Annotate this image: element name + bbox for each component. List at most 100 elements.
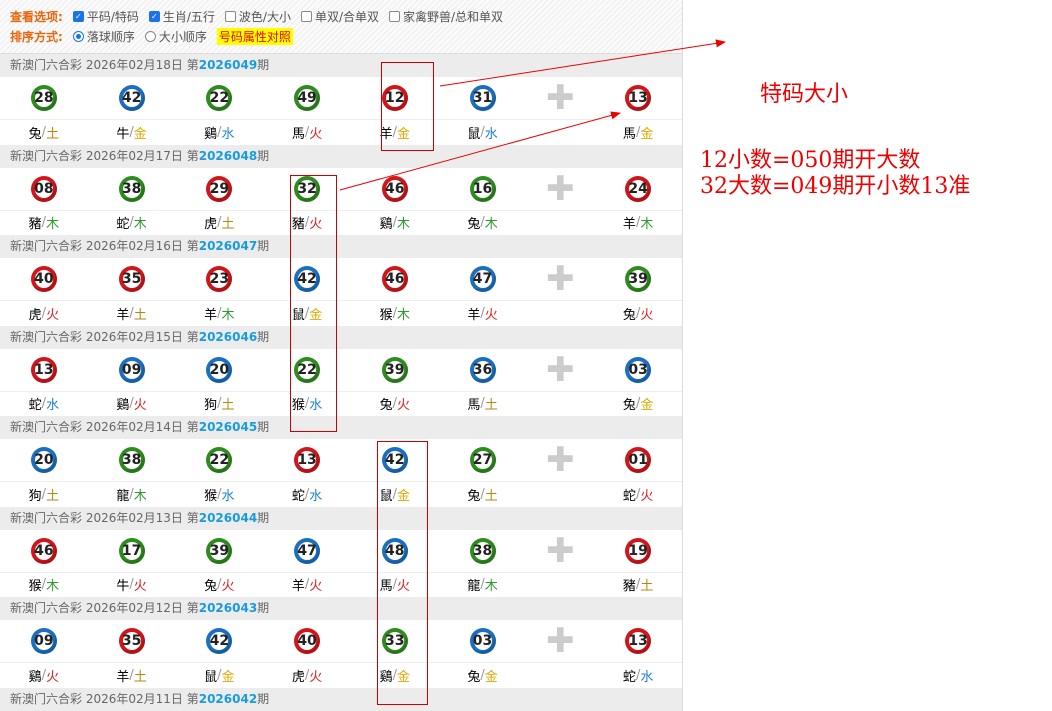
checkbox[interactable] <box>224 10 236 22</box>
zodiac-row: 鷄/火羊/土鼠/金虎/火鷄/金兔/金蛇/水 <box>0 663 682 688</box>
ball-cell: 12 <box>351 77 439 119</box>
element: 土 <box>640 579 654 595</box>
lottery-ball-green: 16 <box>469 175 496 202</box>
element: 火 <box>309 217 323 233</box>
ball-cell: 08 <box>0 168 88 210</box>
separator: / <box>304 577 310 593</box>
zodiac-element: 蛇/水 <box>594 663 682 688</box>
ball-number: 12 <box>385 90 405 106</box>
separator: / <box>480 124 485 140</box>
view-option-4[interactable]: 家禽野兽/总和单双 <box>389 8 503 25</box>
lottery-ball-red: 35 <box>118 628 145 654</box>
draw-issue[interactable]: 2026045 <box>198 420 258 434</box>
zodiac-row: 兔/土牛/金鷄/水馬/火羊/金鼠/水馬/金 <box>0 120 682 145</box>
arrow <box>439 39 726 87</box>
special-ball-cell: 13 <box>594 77 682 119</box>
zodiac: 虎 <box>28 307 42 323</box>
element: 土 <box>221 217 235 233</box>
lottery-ball-green: 39 <box>381 356 408 383</box>
ball-cell: 39 <box>351 349 439 391</box>
draw-issue[interactable]: 2026042 <box>198 691 258 706</box>
separator: / <box>635 667 641 683</box>
draw-issue[interactable]: 2026046 <box>198 329 258 344</box>
zodiac: 羊 <box>622 217 636 233</box>
lottery-ball-red: 12 <box>381 85 408 111</box>
element: 土 <box>484 488 498 504</box>
view-option-0[interactable]: ✓平码/特码 <box>72 8 139 25</box>
separator: / <box>480 667 485 683</box>
checkbox[interactable] <box>300 10 312 22</box>
zodiac: 牛 <box>116 126 130 142</box>
zodiac-element: 馬/金 <box>594 120 682 145</box>
element: 火 <box>484 307 498 323</box>
draw-issue[interactable]: 2026049 <box>198 58 258 72</box>
separator: / <box>217 396 222 412</box>
separator: / <box>392 124 397 140</box>
zodiac: 羊 <box>116 307 130 323</box>
separator: / <box>304 305 310 321</box>
lottery-ball-red: 40 <box>294 628 321 654</box>
annotation-title: 特码大小 <box>760 82 849 107</box>
element: 土 <box>484 398 498 414</box>
ball-cell: 17 <box>88 530 176 572</box>
draw-issue[interactable]: 2026044 <box>198 510 258 525</box>
plus-icon: ✚ <box>546 440 575 480</box>
lottery-ball-green: 38 <box>469 537 496 564</box>
ball-number: 13 <box>297 452 317 468</box>
ball-cell: 38 <box>88 439 176 481</box>
view-option-1[interactable]: ✓生肖/五行 <box>148 8 215 25</box>
ball-cell: 27 <box>439 439 527 481</box>
ball-number: 40 <box>34 271 54 287</box>
ball-number: 35 <box>121 271 142 287</box>
view-option-3[interactable]: 单双/合单双 <box>300 8 379 25</box>
zodiac: 狗 <box>204 398 218 414</box>
checkbox[interactable]: ✓ <box>72 10 84 22</box>
sort-option-0[interactable]: 落球顺序 <box>72 28 135 45</box>
ball-cell: 42 <box>88 77 176 119</box>
zodiac: 鷄 <box>116 398 130 414</box>
zodiac: 馬 <box>467 398 481 414</box>
separator: / <box>635 486 641 502</box>
view-option-2[interactable]: 波色/大小 <box>224 8 291 25</box>
ball-cell: 47 <box>263 530 351 572</box>
zodiac-element: 龍/木 <box>439 573 527 598</box>
draw-block: 新澳门六合彩 2026年02月11日 第2026042期 <box>0 687 682 711</box>
spacer <box>526 482 594 507</box>
zodiac: 兔 <box>204 579 218 595</box>
ball-cell: 29 <box>175 168 263 210</box>
draw-issue[interactable]: 2026048 <box>198 148 258 163</box>
draw-issue[interactable]: 2026047 <box>198 239 258 253</box>
sort-option-1[interactable]: 大小顺序 <box>144 28 207 45</box>
separator: / <box>129 215 134 231</box>
ball-number: 13 <box>628 90 648 106</box>
lottery-ball-red: 29 <box>206 175 233 202</box>
checkbox[interactable] <box>389 10 400 22</box>
radio[interactable] <box>144 30 156 42</box>
lottery-ball-green: 33 <box>381 628 408 654</box>
ball-cell: 13 <box>263 439 351 481</box>
radio[interactable] <box>72 30 84 42</box>
element: 金 <box>133 126 147 142</box>
separator: / <box>129 124 134 140</box>
zodiac-row: 猴/木牛/火兔/火羊/火馬/火龍/木豬/土 <box>0 573 682 598</box>
ball-number: 16 <box>472 180 493 197</box>
separator: / <box>217 577 222 593</box>
separator: / <box>304 486 310 502</box>
zodiac-element: 兔/土 <box>439 482 527 507</box>
option-label: 落球顺序 <box>86 29 135 44</box>
ball-cell: 13 <box>0 349 88 391</box>
zodiac: 蛇 <box>622 669 636 685</box>
draw-suffix: 期 <box>257 148 270 163</box>
draw-issue[interactable]: 2026043 <box>198 601 258 615</box>
ball-number: 22 <box>209 90 230 106</box>
attribute-chart-link[interactable]: 号码属性对照 <box>216 27 293 45</box>
lottery-ball-green: 38 <box>118 175 145 202</box>
checkbox[interactable]: ✓ <box>148 10 160 22</box>
lottery-ball-red: 46 <box>381 266 408 292</box>
zodiac-element: 鷄/木 <box>351 211 439 236</box>
draw-header: 新澳门六合彩 2026年02月14日 第2026045期 <box>0 416 682 439</box>
